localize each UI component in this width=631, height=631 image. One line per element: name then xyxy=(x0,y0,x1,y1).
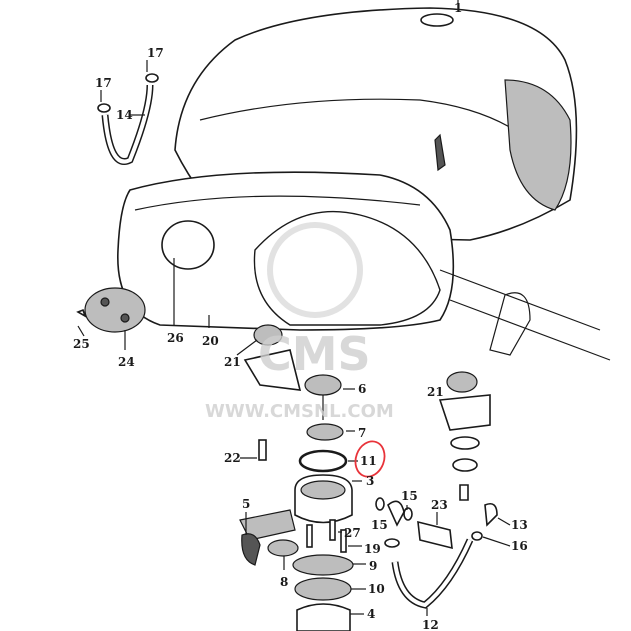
label-12: 12 xyxy=(422,618,439,631)
leader-lines xyxy=(77,0,511,616)
label-20: 20 xyxy=(202,334,219,348)
label-24: 24 xyxy=(118,355,135,369)
label-16: 16 xyxy=(511,539,528,553)
label-15: 15 xyxy=(401,489,418,503)
banjo-fittings xyxy=(375,497,498,609)
label-15: 15 xyxy=(371,518,388,532)
label-8: 8 xyxy=(280,575,288,589)
label-14: 14 xyxy=(116,108,133,122)
label-7: 7 xyxy=(358,426,366,440)
label-9: 9 xyxy=(369,559,377,573)
label-5: 5 xyxy=(242,497,250,511)
label-1: 1 xyxy=(454,1,462,15)
label-21: 21 xyxy=(427,385,444,399)
label-27: 27 xyxy=(344,526,361,540)
label-21: 21 xyxy=(224,355,241,369)
fuel-tank-front xyxy=(117,171,611,361)
watermark-url: WWW.CMSNL.COM xyxy=(205,401,394,422)
label-26: 26 xyxy=(167,331,184,345)
label-13: 13 xyxy=(511,518,528,532)
label-10: 10 xyxy=(368,582,385,596)
highlight-circle xyxy=(354,440,386,478)
label-11: 11 xyxy=(360,454,377,468)
label-17: 17 xyxy=(95,76,112,90)
watermark-logo: CMS xyxy=(258,327,371,381)
watermark: CMS WWW.CMSNL.COM xyxy=(205,222,394,422)
label-25: 25 xyxy=(73,337,90,351)
label-22: 22 xyxy=(224,451,241,465)
fuel-hose-14 xyxy=(97,73,159,165)
mount-knobs-21 xyxy=(243,292,531,501)
label-6: 6 xyxy=(358,382,366,396)
fuel-tap-assembly xyxy=(239,374,354,631)
label-17: 17 xyxy=(147,46,164,60)
part-labels: 1 17 17 14 25 24 26 20 21 6 21 7 22 11 3… xyxy=(73,1,528,631)
label-4: 4 xyxy=(367,607,375,621)
label-3: 3 xyxy=(366,474,374,488)
label-19: 19 xyxy=(364,542,381,556)
label-23: 23 xyxy=(431,498,448,512)
filler-cap-24 xyxy=(76,287,146,333)
